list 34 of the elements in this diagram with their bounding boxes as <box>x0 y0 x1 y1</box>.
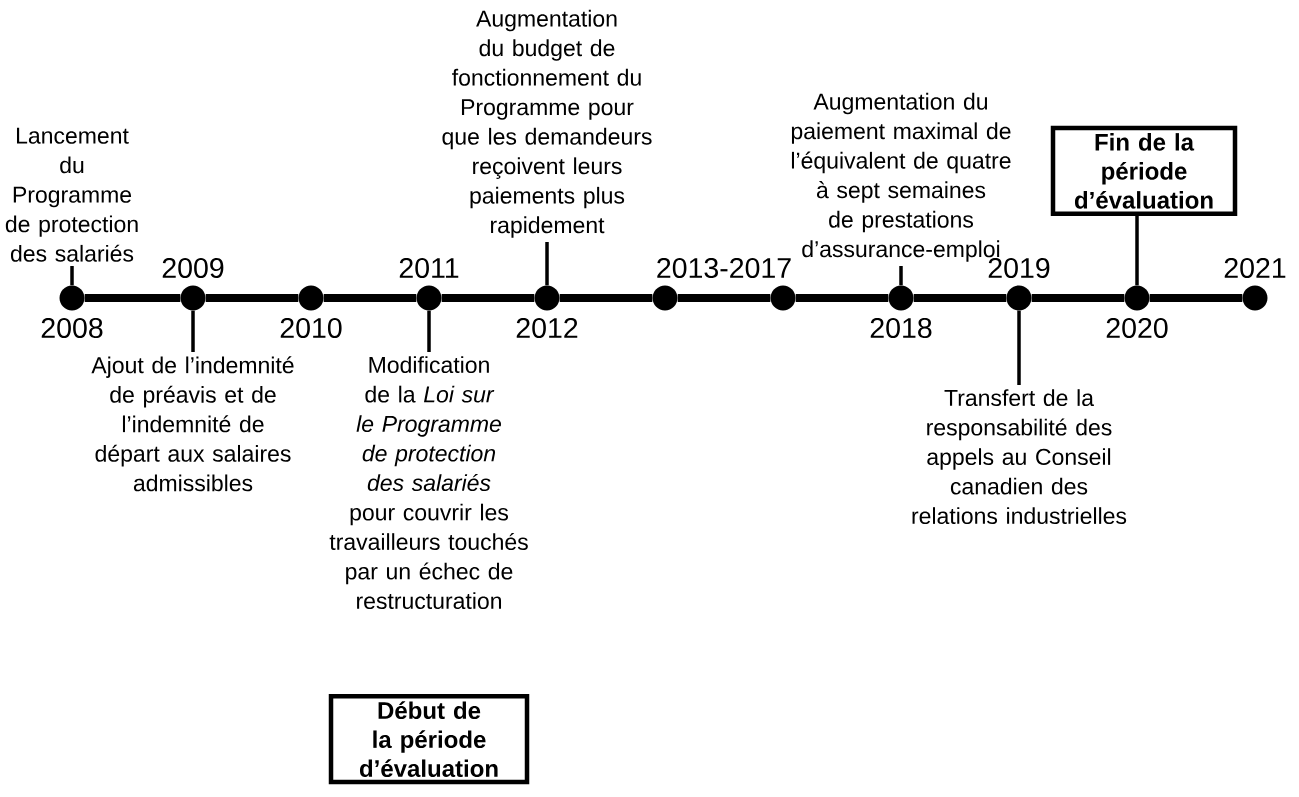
timeline-dot <box>416 285 442 311</box>
leader-line <box>545 242 549 286</box>
year-label: 2009 <box>162 257 224 279</box>
leader-line <box>899 266 903 286</box>
event-text: Lancement du Programme de protection des salariés <box>5 127 138 262</box>
leader-line <box>70 266 74 286</box>
timeline-dot <box>888 285 914 311</box>
leader-line <box>1135 216 1139 286</box>
event-text: Transfert de la responsabilité des appels au Conseil canadien des relations industrielles <box>912 389 1127 525</box>
year-label: 2020 <box>1106 317 1168 339</box>
timeline-dot <box>534 285 560 311</box>
year-label: 2021 <box>1224 257 1286 279</box>
year-label: 2018 <box>870 317 932 339</box>
year-label: 2013-2017 <box>657 257 791 279</box>
event-text: Augmentation du budget de fonctionnement du Programme pour que les demandeurs reçoivent leurs paiements plus rapidement <box>442 9 652 238</box>
leader-line <box>427 310 431 352</box>
year-label: 2012 <box>516 317 578 339</box>
timeline-dot <box>59 285 85 311</box>
year-label: 2008 <box>41 317 103 339</box>
event-text: Modification de la Loi sur le Programme de protection des salariés pour couvrir les travailleurs touchés par un échec de restructuration <box>329 356 528 610</box>
timeline-dot <box>1242 285 1268 311</box>
timeline-dot <box>770 285 796 311</box>
timeline-dot <box>652 285 678 311</box>
year-label: 2010 <box>280 317 342 339</box>
timeline-dot <box>1124 285 1150 311</box>
period-box: Fin de la période d’évaluation <box>1050 125 1238 216</box>
year-label: 2011 <box>399 257 459 279</box>
timeline-dot <box>298 285 324 311</box>
leader-line <box>191 310 195 352</box>
event-text: Ajout de l’indemnité de préavis et de l’indemnité de départ aux salaires admissibles <box>91 356 294 492</box>
timeline-dot <box>180 285 206 311</box>
leader-line <box>1017 310 1021 385</box>
period-box: Début de la période d’évaluation <box>328 694 530 785</box>
timeline-dot <box>1006 285 1032 311</box>
